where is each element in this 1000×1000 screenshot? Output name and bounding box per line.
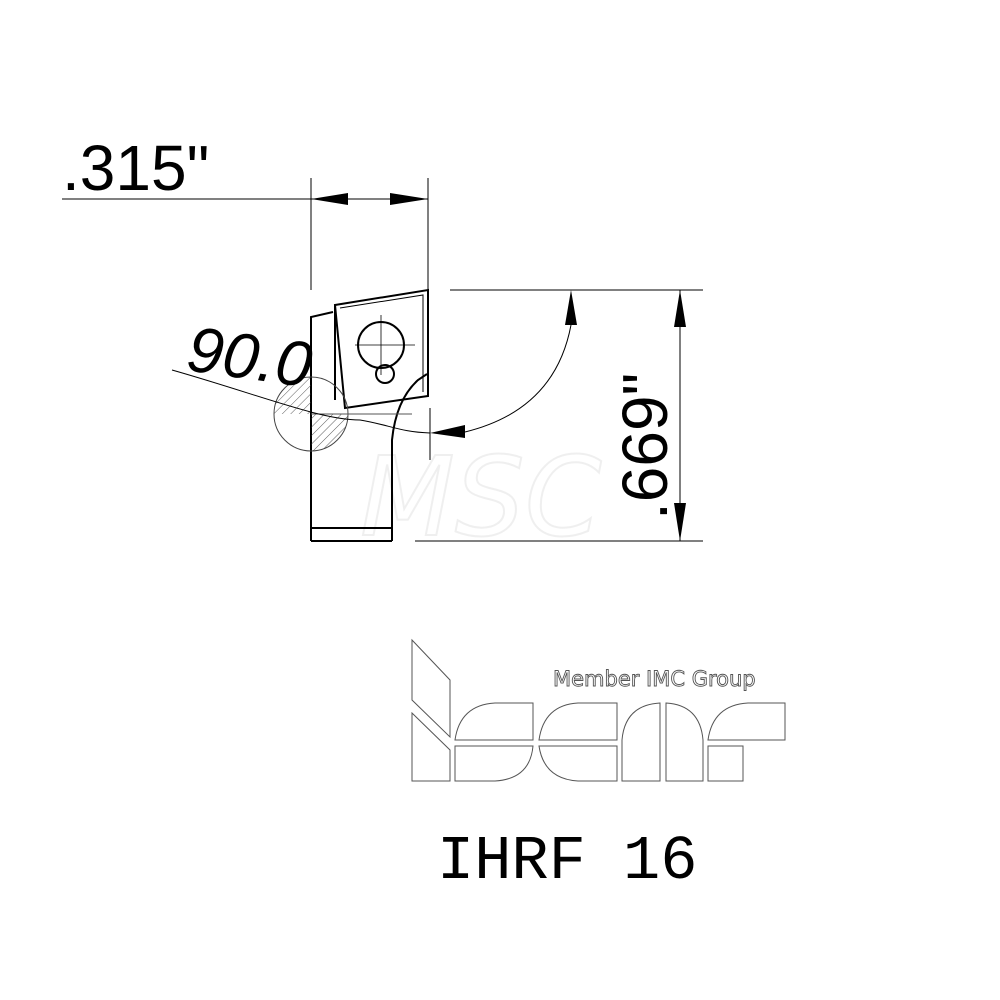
arrow-left-icon <box>311 193 348 205</box>
width-dimension: .315" <box>62 132 429 290</box>
width-dimension-label: .315" <box>62 132 209 204</box>
section-marker <box>273 376 412 452</box>
tool-holder-body <box>310 311 428 542</box>
angle-dimension-label: 90.0 <box>183 313 317 402</box>
height-dimension: .669" <box>415 289 703 542</box>
brand-tagline: Member IMC Group <box>553 667 756 691</box>
part-number: IHRF 16 <box>437 826 697 897</box>
watermark-text: MSC <box>360 433 602 561</box>
arrow-right-icon <box>390 193 428 205</box>
iscar-logo <box>411 638 786 782</box>
angle-dimension: 90.0 <box>171 290 577 460</box>
watermark: MSC <box>359 432 603 562</box>
arrow-down-icon <box>674 503 686 541</box>
height-dimension-label: .669" <box>609 373 681 520</box>
arrow-up-icon <box>674 290 686 327</box>
insert <box>333 288 429 410</box>
